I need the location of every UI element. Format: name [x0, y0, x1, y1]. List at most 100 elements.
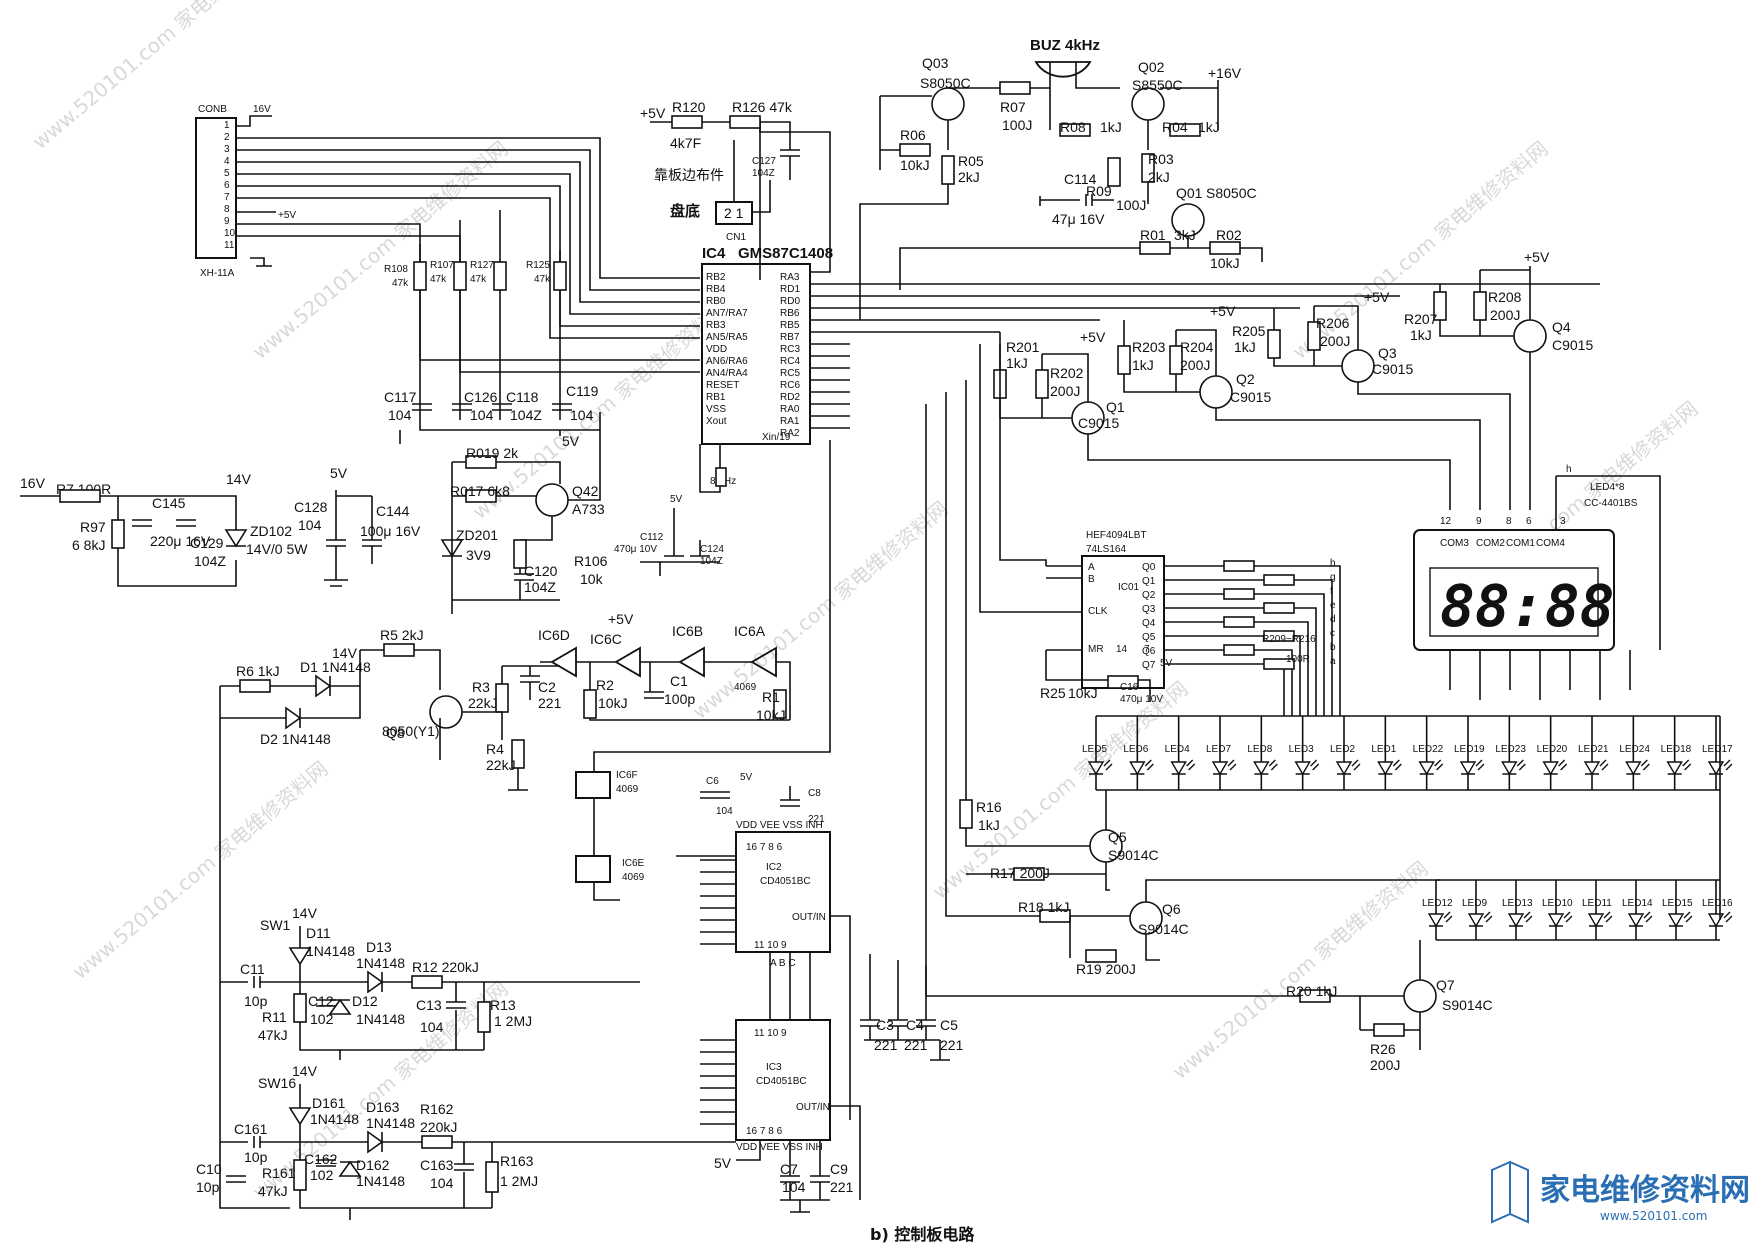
r16-label: R16: [976, 799, 1002, 815]
resistor-r209-r216: [1223, 616, 1255, 628]
c145-value: 220μ 16V: [150, 533, 211, 549]
led-driver-transistors: R16 1kJ Q5 S9014C R17 200J R18 1kJ Q6 S9…: [925, 380, 1493, 1073]
led-icon: [1501, 759, 1526, 776]
ic01-body: [1081, 555, 1165, 689]
r2-value: 10kJ: [598, 695, 628, 711]
q2-symbol: [1199, 375, 1233, 409]
r206-value: 200J: [1320, 333, 1350, 349]
led-label: LED2: [1330, 744, 1355, 755]
conb-pin-number: 7: [224, 192, 230, 203]
d12-value: 1N4148: [356, 1011, 405, 1027]
r25-label: R25: [1040, 685, 1066, 701]
resistor-r125: [553, 261, 567, 291]
buzzer-drive-section: R6 1kJ D1 1N4148 14V D2 1N4148 R5 2kJ Q8…: [219, 440, 831, 1170]
ic01-right-pin: Q3: [1142, 604, 1156, 615]
r207-label: R207: [1404, 311, 1438, 327]
r01-label: R01: [1140, 227, 1166, 243]
c129-value: 104Z: [194, 553, 226, 569]
d13-icon: [367, 970, 384, 994]
cn1-wires: [733, 140, 771, 213]
resistor-r97: [111, 519, 125, 549]
c112-value: 470μ 10V: [614, 544, 657, 555]
c13-label: C13: [416, 997, 442, 1013]
r204-label: R204: [1180, 339, 1214, 355]
c120-label: C120: [524, 563, 558, 579]
c144-value: 100μ 16V: [360, 523, 421, 539]
ic3-body: [735, 1019, 831, 1141]
c118-value: 104Z: [510, 407, 542, 423]
ic01-output-wire: [1164, 593, 1325, 716]
c16-label: C16: [1120, 682, 1139, 693]
q4-part: C9015: [1552, 337, 1593, 353]
q2-label: Q2: [1236, 371, 1255, 387]
resistor-r26: [1373, 1023, 1405, 1037]
ic6-chain-wires: [540, 661, 791, 721]
c9-label: C9: [830, 1161, 848, 1177]
led-label: LED12: [1422, 898, 1453, 909]
c16-value: 470μ 10V: [1120, 694, 1163, 705]
ic2-out-label: OUT/IN: [792, 912, 826, 923]
q3-part: C9015: [1372, 361, 1413, 377]
resistor-r209-r216: [1263, 658, 1295, 670]
ic6ef-wires: [593, 440, 831, 901]
r4-label: R4: [486, 741, 504, 757]
led-icon: [1583, 759, 1609, 776]
ic4-right-pin: RB5: [780, 320, 800, 331]
display-body: [1413, 529, 1615, 651]
ic6d-label: IC6D: [538, 627, 570, 643]
logo-text: 家电维修资料网: [1540, 1173, 1750, 1208]
buzzer-driver-section: Q03 S8050C R06 10kJ R05 2kJ R07 100J BUZ…: [859, 37, 1263, 320]
ic4-left-pin: RB2: [706, 272, 726, 283]
oscillator-section: 5V C112 470μ 10V C124 104Z 8MHz: [614, 444, 736, 576]
zd102-label: ZD102: [250, 523, 292, 539]
ic01-right-pin: Q5: [1142, 632, 1156, 643]
led-label: LED19: [1454, 744, 1485, 755]
conb-pin-number: 2: [224, 132, 230, 143]
d11-label: D11: [306, 925, 331, 941]
r06-label: R06: [900, 127, 926, 143]
ic01-output-wire: [1164, 621, 1309, 716]
q4-5v-label: +5V: [1524, 249, 1550, 265]
resistor-r163: [485, 1161, 499, 1193]
r209-label: R209~R216: [1262, 634, 1316, 645]
r207-value: 1kJ: [1410, 327, 1432, 343]
r107-label: R107: [430, 260, 454, 271]
ic4-right-pin: RA3: [780, 272, 800, 283]
r26-label: R26: [1370, 1041, 1396, 1057]
ic3-part: CD4051BC: [756, 1076, 807, 1087]
led-label: LED21: [1578, 744, 1609, 755]
osc-5v-label: 5V: [670, 494, 683, 505]
r017-label: R017 6k8: [450, 483, 510, 499]
c129-label: C129: [190, 535, 224, 551]
display-window: [1429, 567, 1599, 637]
r13-label: R13: [490, 997, 516, 1013]
ic2-abc: A B C: [770, 958, 796, 969]
ic4-left-pin: VDD: [706, 344, 727, 355]
q7-symbol: [1403, 979, 1437, 1013]
resistor-r120: [671, 115, 703, 129]
q2-5v-label: +5V: [1210, 303, 1236, 319]
c3-value: 221: [874, 1037, 898, 1053]
q7-label: Q7: [1436, 977, 1455, 993]
conb-pin-number: 9: [224, 216, 230, 227]
led-label: LED1: [1371, 744, 1396, 755]
r17-label: R17 200J: [990, 865, 1050, 881]
d162-label: D162: [356, 1157, 390, 1173]
r19-label: R19 200J: [1076, 961, 1136, 977]
r162-label: R162: [420, 1101, 454, 1117]
led-label: LED23: [1495, 744, 1526, 755]
r203-label: R203: [1132, 339, 1166, 355]
ic3-out-label: OUT/IN: [796, 1102, 830, 1113]
led-icon: [1587, 911, 1613, 928]
display-bracket: [1555, 475, 1661, 650]
r13-value: 1 2MJ: [494, 1013, 532, 1029]
r204-value: 200J: [1180, 357, 1210, 373]
c10-value: 10p: [196, 1179, 220, 1195]
wire-input-drop: [419, 210, 561, 420]
ic4-right-pin: RA0: [780, 404, 800, 415]
c6-c8-wires: [700, 786, 800, 807]
wire-conb-1: [236, 137, 700, 279]
r209-value: 100R: [1286, 654, 1310, 665]
resistor-r25: [1107, 675, 1139, 689]
